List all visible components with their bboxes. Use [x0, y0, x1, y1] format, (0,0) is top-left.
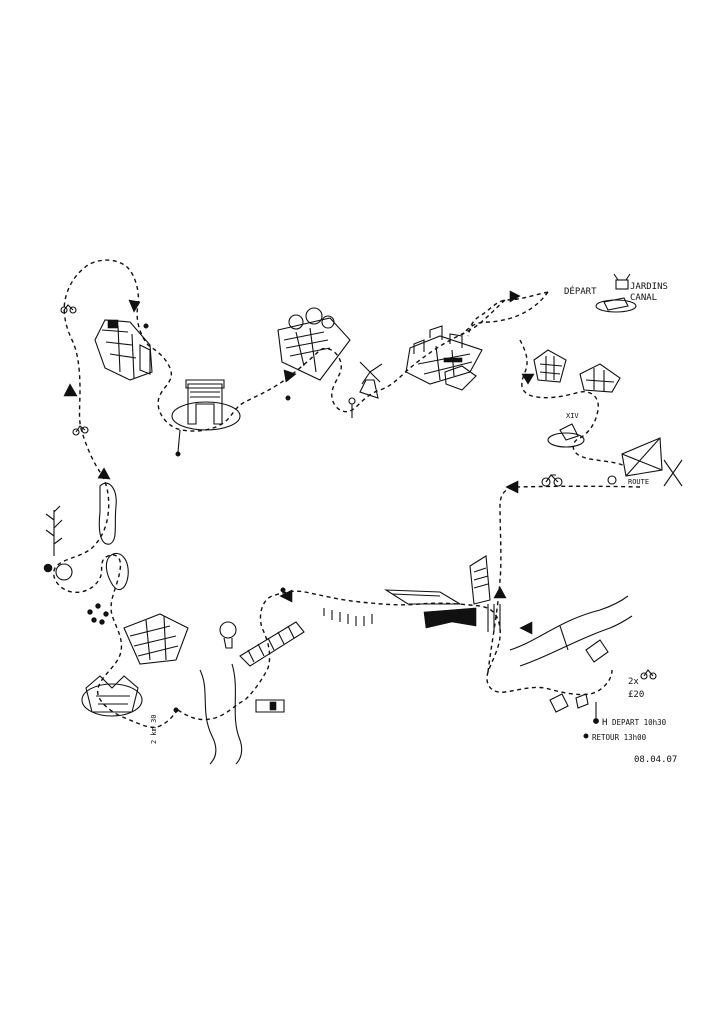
arrow-head: [519, 621, 533, 635]
hatched-bridge-sketch: [423, 604, 501, 632]
label-left-vertical: 2 km 30: [150, 714, 158, 744]
lotus-pavilion-sketch: [81, 675, 143, 717]
arrow-head: [283, 369, 297, 383]
waypoint-dot: [175, 451, 181, 457]
garden-block-sketch: [277, 307, 351, 381]
city-block-sketch: [405, 325, 483, 391]
tower-sketch: [469, 555, 491, 605]
start-marker: [593, 718, 599, 724]
hall-sketch: [123, 613, 189, 665]
waypoint-dot: [143, 323, 149, 329]
route-path-south: [177, 590, 613, 721]
bicycle-icon: [541, 474, 563, 487]
route-arrows: [63, 290, 535, 635]
fountain-sketch: [547, 423, 585, 448]
arch-monument-sketch: [171, 379, 241, 453]
arrow-head: [97, 467, 111, 480]
long-building-sketch: [383, 589, 462, 605]
arrow-head: [128, 299, 141, 313]
arrow-head: [493, 586, 507, 599]
river-right-sketch: [509, 595, 633, 667]
label-departure: DÉPART: [564, 285, 597, 297]
posts-row-sketch: [323, 608, 373, 626]
label-canal: CANAL: [630, 293, 657, 303]
arrow-head: [505, 480, 519, 494]
kite-sketch: [607, 437, 683, 487]
route-path: [461, 291, 549, 337]
label-jardins: JARDINS: [630, 282, 668, 292]
route-path-main: [53, 259, 506, 728]
tv-icon-sketch: [613, 273, 631, 290]
bicycle-icon: [72, 425, 89, 436]
bicycle-icon: [640, 669, 657, 680]
label-bikes-count: 2x: [628, 677, 639, 687]
balloon-sketch: [219, 621, 237, 649]
lake-sketch: [98, 482, 129, 591]
castle-sketch: [94, 319, 153, 381]
label-h-prefix: H: [602, 718, 607, 728]
river-sketch: [199, 663, 243, 765]
tree-sketch: [45, 505, 63, 556]
waypoint-dot: [285, 395, 291, 401]
arrow-head: [279, 589, 293, 603]
bicycle-icon: [60, 304, 77, 314]
arrow-head: [521, 373, 535, 385]
label-route: ROUTE: [628, 478, 649, 486]
dot-cluster: [87, 603, 109, 625]
building-row-sketch: [239, 621, 305, 713]
canal-island-sketch: [595, 297, 637, 313]
return-marker: [583, 733, 589, 739]
label-price: £20: [628, 690, 644, 700]
label-date: 08.04.07: [634, 755, 677, 765]
route-path-east: [487, 485, 641, 673]
arrow-head: [509, 290, 521, 303]
label-xiv: XIV: [566, 412, 579, 420]
waypoint-dots: [143, 323, 291, 713]
arrow-head: [63, 383, 78, 397]
label-start-time: DEPART 10h30: [612, 718, 667, 727]
small-buildings-sketch: [549, 693, 597, 720]
windmill-sketch: [348, 361, 383, 418]
waypoint-dot: [280, 587, 286, 593]
sun-sketch: [43, 563, 73, 581]
waypoint-dot: [173, 707, 179, 713]
route-path-east-upper: [519, 339, 626, 467]
label-return-time: RETOUR 13h00: [592, 733, 647, 742]
temple-sketch: [533, 349, 621, 393]
